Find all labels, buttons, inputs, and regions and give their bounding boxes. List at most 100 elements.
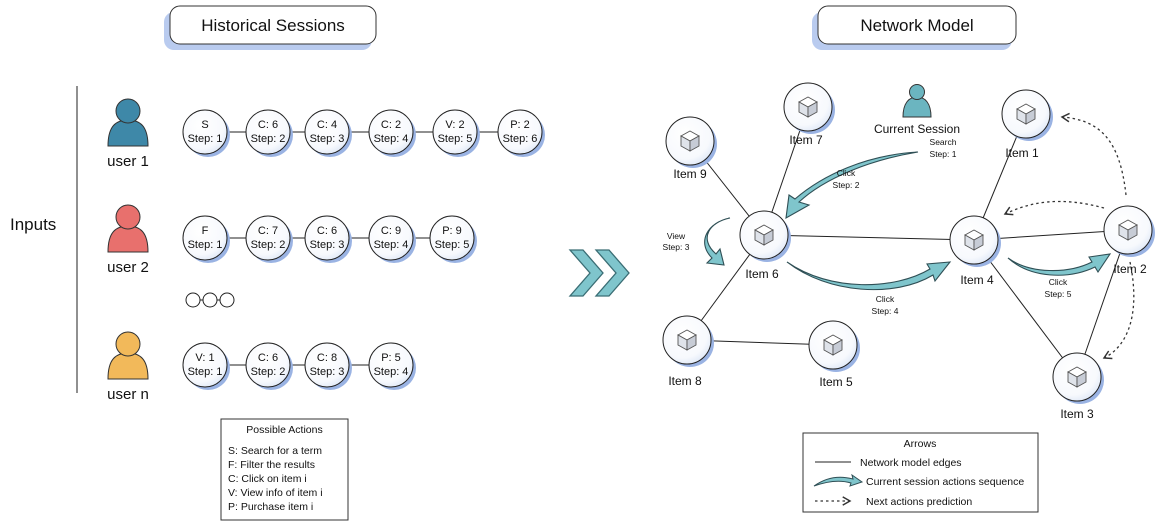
step-number: Step: 2 [251,366,286,378]
session-step-node: C: 9 Step: 4 [368,215,416,263]
click-step5-step: Step: 5 [1045,289,1072,299]
user-label: user 2 [107,259,149,276]
step-number: Step: 2 [251,133,286,145]
current-session-label: Current Session [874,122,960,136]
step-action: F [202,225,209,237]
step-action: P: 2 [510,119,530,131]
legend-sequence-label: Current session actions sequence [866,476,1024,488]
step-action: C: 6 [258,352,278,364]
cube-icon [754,224,774,246]
session-arrow-view-step3 [704,217,731,266]
item-label: Item 2 [1113,262,1147,276]
edge-item2-item3 [1076,229,1129,378]
user-label: user 1 [107,153,149,170]
session-step-node: C: 6 Step: 2 [245,342,293,390]
user-icon [107,204,149,253]
session-step-node: P: 9 Step: 5 [429,215,477,263]
legend-sequence-sample [813,473,864,487]
session-step-node: C: 6 Step: 2 [245,109,293,157]
step-number: Step: 3 [310,133,345,145]
step-number: Step: 3 [310,366,345,378]
session-step-node: V: 2 Step: 5 [432,109,480,157]
search-step1-action: Search [930,137,957,147]
item-label: Item 1 [1005,146,1039,160]
search-step1-step: Step: 1 [930,149,957,159]
step-action: C: 6 [258,119,278,131]
network-node-item3: Item 3 [1052,352,1104,421]
click-step2-step: Step: 2 [833,180,860,190]
network-model-title: Network Model [812,5,1017,50]
click-step4-step: Step: 4 [872,306,899,316]
step-action: V: 1 [195,352,214,364]
session-arrows [704,151,1112,291]
step-action: S [201,119,208,131]
prediction-arrow-item2-item1 [1060,112,1127,196]
step-number: Step: 4 [374,133,409,145]
session-step-node: V: 1 Step: 1 [182,342,230,390]
action-filter: F: Filter the results [228,459,315,471]
step-number: Step: 2 [251,239,286,251]
step-number: Step: 5 [435,239,470,251]
network-node-item2: Item 2 [1103,205,1155,276]
user-icon [107,98,149,147]
cube-icon [677,329,697,351]
historical-sessions-title: Historical Sessions [164,5,377,50]
item-label: Item 3 [1060,407,1094,421]
prediction-arrows [1003,112,1135,360]
network-node-item4: Item 4 [949,215,1001,287]
cube-icon [1016,103,1036,125]
step-number: Step: 4 [374,239,409,251]
step-action: V: 2 [445,119,464,131]
network-node-item5: Item 5 [808,320,860,389]
legend-prediction-label: Next actions prediction [866,496,972,508]
action-view: V: View info of item i [228,487,323,499]
item-label: Item 9 [673,167,707,181]
user-label: user n [107,386,149,403]
user-session-rows: user 1 S Step: 1 C: 6 Step: 2 C: 4 Step: 3 C: 2… [107,98,545,403]
cube-icon [964,229,984,251]
step-number: Step: 1 [188,366,223,378]
step-number: Step: 6 [503,133,538,145]
historical-sessions-title-text: Historical Sessions [201,16,345,35]
network-node-item8: Item 8 [662,315,714,388]
step-number: Step: 5 [438,133,473,145]
prediction-arrow-item2-item4 [1003,200,1105,216]
possible-actions-box: Possible Actions S: Search for a term F:… [220,418,349,521]
network-node-item7: Item 7 [783,82,835,147]
cube-icon [1067,366,1087,388]
view-step3-action: View [667,231,686,241]
item-label: Item 7 [789,133,823,147]
current-session-user: Current Session [874,84,960,136]
possible-actions-title: Possible Actions [246,424,322,436]
item-nodes: Item 1 Item 2 Item 3 Item 4 Item 5 Item 6 Item… [662,82,1155,421]
click-step5-action: Click [1049,277,1068,287]
step-action: P: 9 [442,225,462,237]
double-chevron-icon [568,249,630,297]
step-action: C: 4 [317,119,337,131]
click-step2-action: Click [837,168,856,178]
network-node-item6: Item 6 [739,210,791,281]
legend-edges-label: Network model edges [860,457,962,469]
cube-icon [798,96,818,118]
session-arrow-labels: Click Step: 2 View Step: 3 Click Step: 4… [663,137,1072,316]
network-node-item1: Item 1 [1001,89,1053,160]
current-session-user-icon [902,84,932,118]
session-arrow-click-step2 [785,151,919,220]
session-step-node: F Step: 1 [182,215,230,263]
cube-icon [1118,219,1138,241]
item-label: Item 5 [819,375,853,389]
cube-icon [680,130,700,152]
session-arrow-click-step5 [1007,253,1112,276]
step-number: Step: 1 [188,239,223,251]
step-action: P: 5 [381,352,401,364]
edge-item4-item3 [973,239,1078,378]
prediction-arrow-item2-item3 [1102,261,1135,360]
edge-item6-item4 [763,234,975,241]
action-purchase: P: Purchase item i [228,501,313,513]
step-action: C: 9 [381,225,401,237]
